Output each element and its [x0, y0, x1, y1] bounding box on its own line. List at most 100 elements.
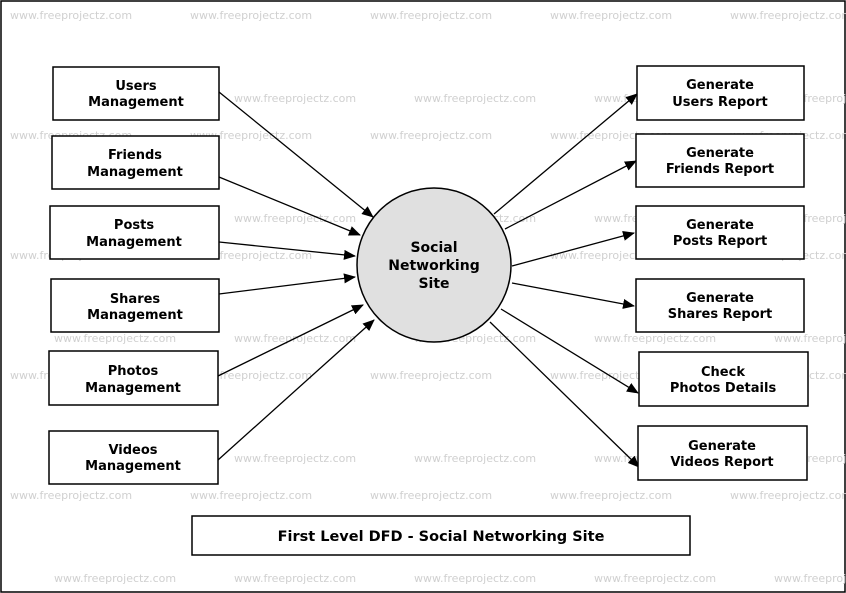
entity-label-line-2: Posts Report [673, 234, 767, 249]
entity-label-line-2: Management [85, 381, 181, 396]
entity-box [635, 205, 805, 260]
entity-box [638, 351, 809, 407]
flow-users-management-to-site [218, 91, 374, 218]
entity-box [635, 278, 805, 333]
entity-label-line-1: Shares [110, 292, 161, 307]
right-entity-generate-shares-report: Generate Shares Report [635, 278, 805, 333]
flow-photos-management-to-site [217, 304, 364, 377]
entity-box [635, 133, 805, 188]
left-entity-shares-management: Shares Management [50, 278, 220, 333]
central-process: Social Networking Site [356, 187, 512, 343]
watermark-text: www.freeprojectz.com [370, 369, 492, 382]
entity-label-line-1: Users [115, 79, 157, 94]
watermark-text: www.freeprojectz.com [234, 212, 356, 225]
flow-site-to-generate-posts-report [511, 231, 635, 267]
right-entity-generate-friends-report: Generate Friends Report [635, 133, 805, 188]
watermark-text: www.freeprojectz.com [594, 572, 716, 585]
entity-label-line-1: Generate [686, 146, 754, 161]
watermark-text: www.freeprojectz.com [550, 489, 672, 502]
left-entity-users-management: Users Management [52, 66, 220, 121]
entity-box [50, 278, 220, 333]
right-entity-generate-videos-report: Generate Videos Report [637, 425, 808, 481]
entity-box [48, 430, 219, 485]
central-process-label-line-3: Site [418, 276, 449, 292]
entity-box [49, 205, 220, 260]
entity-label-line-1: Posts [114, 218, 154, 233]
left-entity-posts-management: Posts Management [49, 205, 220, 260]
flow-videos-management-to-site [217, 319, 375, 461]
watermark-text: www.freeprojectz.com [234, 452, 356, 465]
flow-shares-management-to-site [218, 273, 356, 295]
entity-box [51, 135, 220, 190]
watermark-text: www.freeprojectz.com [594, 332, 716, 345]
flow-posts-management-to-site [218, 241, 356, 260]
left-entity-photos-management: Photos Management [48, 350, 219, 406]
watermark-text: www.freeprojectz.com [10, 489, 132, 502]
flow-arrows [217, 91, 640, 468]
entity-label-line-1: Friends [108, 148, 162, 163]
watermark-text: www.freeprojectz.com [550, 9, 672, 22]
entity-label-line-1: Generate [686, 291, 754, 306]
flow-site-to-generate-friends-report [504, 160, 637, 230]
right-entity-generate-users-report: Generate Users Report [636, 65, 805, 121]
watermark-text: www.freeprojectz.com [774, 332, 846, 345]
entity-label-line-1: Videos [108, 443, 157, 458]
watermark-text: www.freeprojectz.com [414, 452, 536, 465]
watermark-text: www.freeprojectz.com [414, 92, 536, 105]
central-process-label-line-2: Networking [388, 258, 479, 274]
watermark-text: www.freeprojectz.com [774, 572, 846, 585]
entity-label-line-2: Users Report [672, 95, 767, 110]
watermark-text: www.freeprojectz.com [234, 92, 356, 105]
title-text: First Level DFD - Social Networking Site [278, 529, 605, 545]
watermark-text: www.freeprojectz.com [414, 572, 536, 585]
watermark-text: www.freeprojectz.com [730, 9, 846, 22]
watermark-text: www.freeprojectz.com [234, 572, 356, 585]
entity-label-line-2: Management [85, 459, 181, 474]
entity-label-line-2: Management [87, 165, 183, 180]
entity-box [52, 66, 220, 121]
watermark-text: www.freeprojectz.com [730, 489, 846, 502]
title-box [191, 515, 691, 556]
flow-site-to-check-photos-details [500, 308, 639, 394]
left-entity-videos-management: Videos Management [48, 430, 219, 485]
entity-label-line-1: Generate [686, 78, 754, 93]
entity-box [637, 425, 808, 481]
watermark-text: www.freeprojectz.com [190, 489, 312, 502]
watermark-text: www.freeprojectz.com [54, 332, 176, 345]
watermark-text: www.freeprojectz.com [370, 129, 492, 142]
right-entity-generate-posts-report: Generate Posts Report [635, 205, 805, 260]
watermark-text: www.freeprojectz.com [54, 572, 176, 585]
entity-box [48, 350, 219, 406]
entity-label-line-2: Photos Details [670, 381, 777, 396]
diagram-title: First Level DFD - Social Networking Site [191, 515, 691, 556]
right-entity-check-photos-details: Check Photos Details [638, 351, 809, 407]
central-process-circle [356, 187, 512, 343]
flow-site-to-generate-shares-report [511, 282, 635, 309]
entity-label-line-1: Generate [686, 218, 754, 233]
central-process-label-line-1: Social [410, 240, 457, 256]
entity-label-line-2: Shares Report [668, 307, 773, 322]
entity-label-line-2: Management [88, 95, 184, 110]
entity-label-line-2: Videos Report [670, 455, 773, 470]
watermark-text: www.freeprojectz.com [190, 129, 312, 142]
watermark-text: www.freeprojectz.com [190, 369, 312, 382]
flow-site-to-generate-videos-report [489, 321, 640, 468]
flow-friends-management-to-site [218, 176, 361, 236]
left-entity-friends-management: Friends Management [51, 135, 220, 190]
watermark-text: www.freeprojectz.com [190, 9, 312, 22]
flow-site-to-generate-users-report [493, 93, 638, 215]
watermark-text: www.freeprojectz.com [190, 249, 312, 262]
entity-label-line-2: Management [87, 308, 183, 323]
watermark-text: www.freeprojectz.com [10, 9, 132, 22]
entity-label-line-1: Photos [108, 364, 159, 379]
entity-label-line-1: Generate [688, 439, 756, 454]
entity-box [636, 65, 805, 121]
watermark-text: www.freeprojectz.com [370, 489, 492, 502]
entity-label-line-1: Check [701, 365, 745, 380]
entity-label-line-2: Friends Report [666, 162, 774, 177]
watermark-text: www.freeprojectz.com [370, 9, 492, 22]
entity-label-line-2: Management [86, 235, 182, 250]
